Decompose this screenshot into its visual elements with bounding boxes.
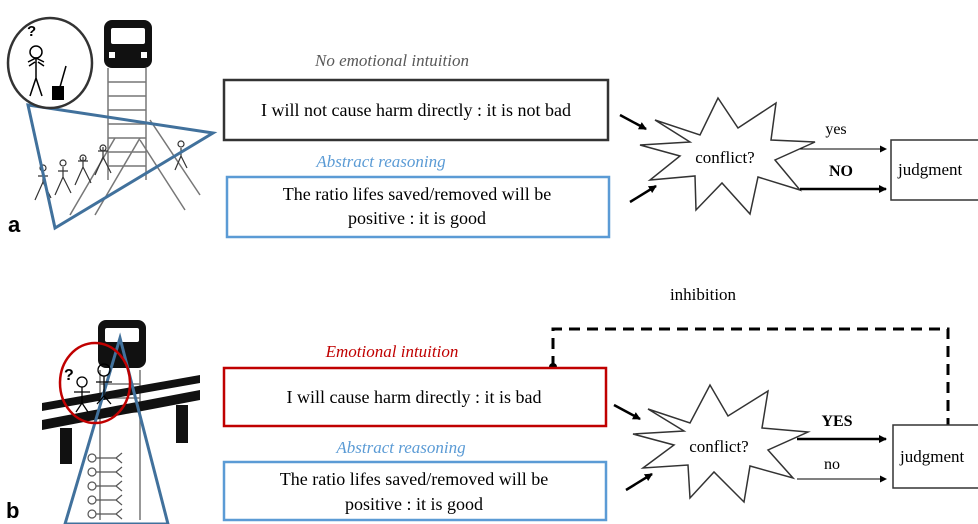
reasoning-box-b: [222, 460, 608, 522]
reasoning-text-a-line2: positive : it is good: [348, 208, 486, 228]
footbridge-icon: [42, 375, 200, 464]
arrow-icon: [629, 184, 657, 204]
arrow-icon: [619, 113, 647, 131]
no-label-a: NO: [829, 163, 853, 180]
reasoning-title-b: Abstract reasoning: [335, 438, 465, 457]
arrow-icon: [613, 403, 641, 421]
lever-icon: [52, 65, 67, 100]
arrow-icon: [625, 472, 653, 492]
yes-label-b: YES: [821, 413, 852, 430]
bystander-circle: [6, 16, 94, 110]
panel-b-label: b: [6, 498, 19, 523]
intuition-title-a: No emotional intuition: [314, 51, 469, 70]
person-icon: [74, 363, 112, 413]
judgment-box-b: [892, 424, 978, 489]
focus-triangle: [63, 332, 170, 524]
reasoning-text-a-line1: The ratio lifes saved/removed will be: [283, 184, 551, 204]
conflict-burst-icon: [632, 383, 811, 504]
intuition-title-b: Emotional intuition: [325, 342, 459, 361]
panel-a: ? a No emotional intuition I will not ca…: [6, 16, 978, 239]
judgment-label-b: judgment: [899, 447, 964, 466]
intuition-text-b: I will cause harm directly : it is bad: [287, 387, 542, 407]
no-label-b: no: [824, 456, 840, 473]
switch-dilemma-illustration: ?: [6, 16, 218, 231]
reasoning-box-a: [225, 175, 611, 239]
inhibition-label: inhibition: [670, 285, 737, 304]
inhibition-loop: [551, 327, 950, 425]
agent-circle: [58, 341, 132, 425]
panel-a-label: a: [8, 212, 21, 237]
judgment-label-a: judgment: [897, 160, 962, 179]
train-icon: [104, 20, 152, 68]
question-mark-b: ?: [64, 367, 74, 384]
people-on-track: [87, 452, 123, 520]
intuition-box-b: [222, 366, 608, 428]
panel-b: ? b inhibition Emotional intuition I wil…: [6, 285, 978, 524]
intuition-text-a: I will not cause harm directly : it is n…: [261, 100, 571, 120]
people-on-track: [34, 140, 188, 201]
conflict-label-b: conflict?: [689, 437, 748, 456]
conflict-burst-icon: [639, 96, 816, 216]
person-icon: [27, 45, 45, 97]
yes-label-a: yes: [825, 121, 846, 138]
reasoning-title-a: Abstract reasoning: [315, 152, 445, 171]
reasoning-text-b-line2: positive : it is good: [345, 494, 483, 514]
footbridge-dilemma-illustration: ?: [42, 320, 200, 524]
focus-triangle: [26, 103, 218, 231]
conflict-label-a: conflict?: [695, 148, 754, 167]
judgment-box-a: [890, 139, 978, 201]
question-mark-a: ?: [27, 23, 36, 40]
intuition-box-a: [222, 78, 610, 142]
reasoning-text-b-line1: The ratio lifes saved/removed will be: [280, 469, 548, 489]
